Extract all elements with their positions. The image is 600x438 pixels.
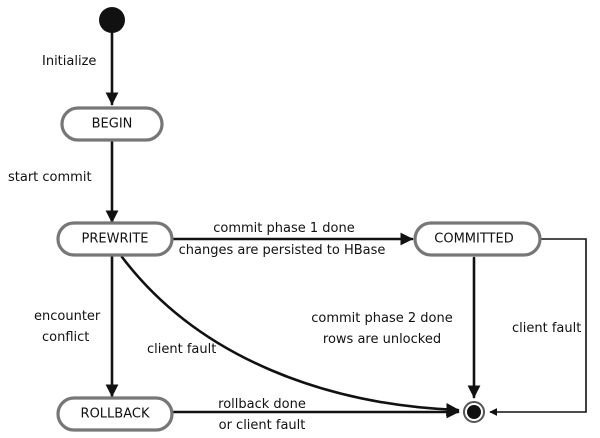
label-phase2-line2: rows are unlocked xyxy=(323,332,441,347)
label-rollback-line1: rollback done xyxy=(218,397,306,412)
label-start-commit: start commit xyxy=(8,170,92,185)
label-phase2-line1: commit phase 2 done xyxy=(311,311,452,326)
state-rollback: ROLLBACK xyxy=(56,396,174,432)
edge-client-fault-prewrite xyxy=(120,255,460,417)
edge-client-fault-committed xyxy=(489,238,587,416)
state-prewrite-label: PREWRITE xyxy=(82,232,149,247)
state-begin-label: BEGIN xyxy=(92,117,133,132)
initial-node xyxy=(99,7,125,33)
label-rollback-line2: or client fault xyxy=(219,418,306,433)
state-committed: COMMITTED xyxy=(413,221,542,257)
label-phase1-line2: changes are persisted to HBase xyxy=(179,243,386,258)
label-conflict-line1: encounter xyxy=(34,309,101,324)
state-committed-label: COMMITTED xyxy=(434,232,513,247)
state-prewrite: PREWRITE xyxy=(56,221,174,257)
label-initialize: Initialize xyxy=(42,54,96,69)
label-conflict-line2: conflict xyxy=(42,330,89,345)
label-client-fault-prewrite: client fault xyxy=(147,342,216,357)
label-phase1-line1: commit phase 1 done xyxy=(213,221,354,236)
state-rollback-label: ROLLBACK xyxy=(81,407,150,422)
label-client-fault-committed: client fault xyxy=(512,321,581,336)
final-node xyxy=(463,401,485,423)
state-begin: BEGIN xyxy=(60,106,164,142)
